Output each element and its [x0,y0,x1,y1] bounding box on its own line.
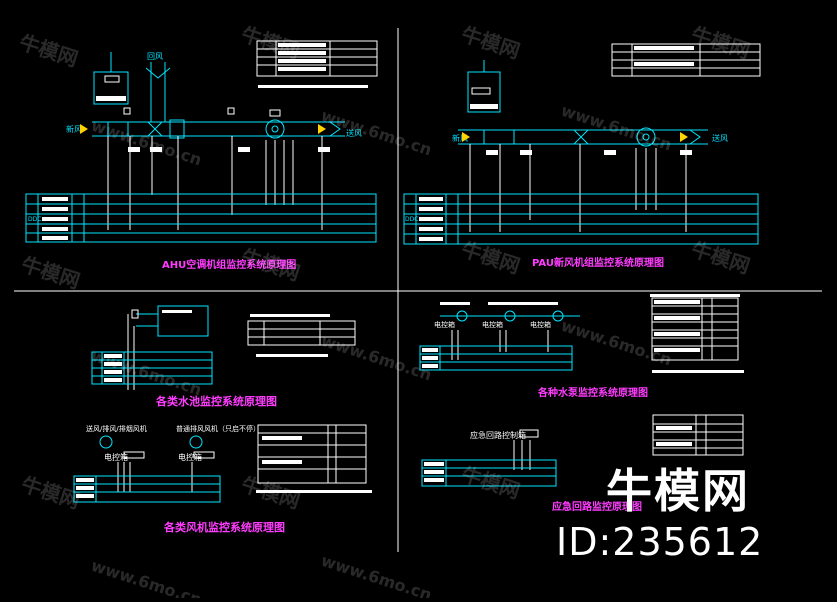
fan-type-2-label: 普通排风风机（只启不停） [176,424,260,433]
fan-panel-title: 各类风机监控系统原理图 [163,520,285,534]
pump-legend-table [650,294,744,373]
panel-dividers [14,28,822,552]
pump-2-label: 电控箱 [482,320,503,329]
pool-ddc-table [91,351,213,385]
ahu-fan-icon [265,119,285,139]
pau-ddc-table: DDC [403,193,759,245]
watermark-text: 牛模网 [16,30,80,71]
emergency-panel-title: 应急回路监控原理图 [552,500,642,513]
fan-panel: 送风/排风/排烟风机 普通排风风机（只启不停） 电控箱 电控箱 [73,424,372,534]
pool-panel-title: 各类水池监控系统原理图 [155,394,277,408]
pump-panel-title: 各种水泵监控系统原理图 [537,386,648,399]
watermark-text: 牛模网 [458,22,522,63]
fan-1-box-label: 电控箱 [104,452,128,462]
ahu-ddc-table: DDC [25,193,377,243]
emergency-legend-table [652,414,744,456]
fan-2-box-label: 电控箱 [178,452,202,462]
watermark-text: 牛模网 [18,252,82,293]
emergency-ddc-table [421,459,557,487]
watermark-text: 牛模网 [688,237,752,278]
ahu-ddc-label: DDC [28,216,41,223]
watermark-domain: www.6mo.cn [559,101,674,155]
fan-ddc-table [73,475,221,503]
pump-1-label: 电控箱 [434,320,455,329]
pool-legend-table [247,314,356,357]
brand-logo-text: 牛模网 [606,464,750,518]
pump-ddc-table [419,345,573,371]
pool-panel: 各类水池监控系统原理图 [91,305,356,408]
watermark-text: 牛模网 [238,244,302,285]
pump-panel: 电控箱 电控箱 电控箱 [419,294,744,399]
watermark-text: 牛模网 [688,22,752,63]
watermark-text: 牛模网 [238,472,302,513]
pau-ddc-label: DDC [405,216,418,223]
watermark-domain: www.6mo.cn [89,556,204,598]
emergency-box-label: 应急回路控制箱 [470,430,526,440]
watermark-domain: www.6mo.cn [319,331,434,385]
fan-1-icon [99,435,113,449]
brand-id-text: ID:235612 [556,520,764,564]
ahu-legend-table [256,40,378,88]
ahu-fresh-air-label: 新风 [66,124,82,134]
pau-legend-table [611,43,761,77]
watermark-domain: www.6mo.cn [89,116,204,170]
pau-supply-air-label: 送风 [712,133,728,143]
fan-2-icon [189,435,203,449]
watermark-text: 牛模网 [458,237,522,278]
watermark-domain: www.6mo.cn [559,316,674,370]
ahu-supply-air-label: 送风 [346,128,362,138]
ahu-panel: 回风 新风 送风 [25,40,378,271]
pool-tank-box [157,305,209,337]
fan-type-1-label: 送风/排风/排烟风机 [86,424,147,433]
pau-fresh-air-label: 新风 [452,133,468,143]
ahu-return-air-label: 回风 [147,52,163,61]
watermark-domain: www.6mo.cn [319,551,434,598]
watermark-text: 牛模网 [18,472,82,513]
watermark-domain: www.6mo.cn [319,106,434,160]
emergency-panel: 应急回路控制箱 应急回路监控原理图 [421,414,744,513]
fan-legend-table [256,424,372,493]
pump-3-label: 电控箱 [530,320,551,329]
pau-fan-icon [636,127,656,147]
pau-panel-title: PAU新风机组监控系统原理图 [532,256,664,269]
pau-panel: 新风 送风 DDC [403,43,761,269]
ahu-panel-title: AHU空调机组监控系统原理图 [162,258,296,271]
